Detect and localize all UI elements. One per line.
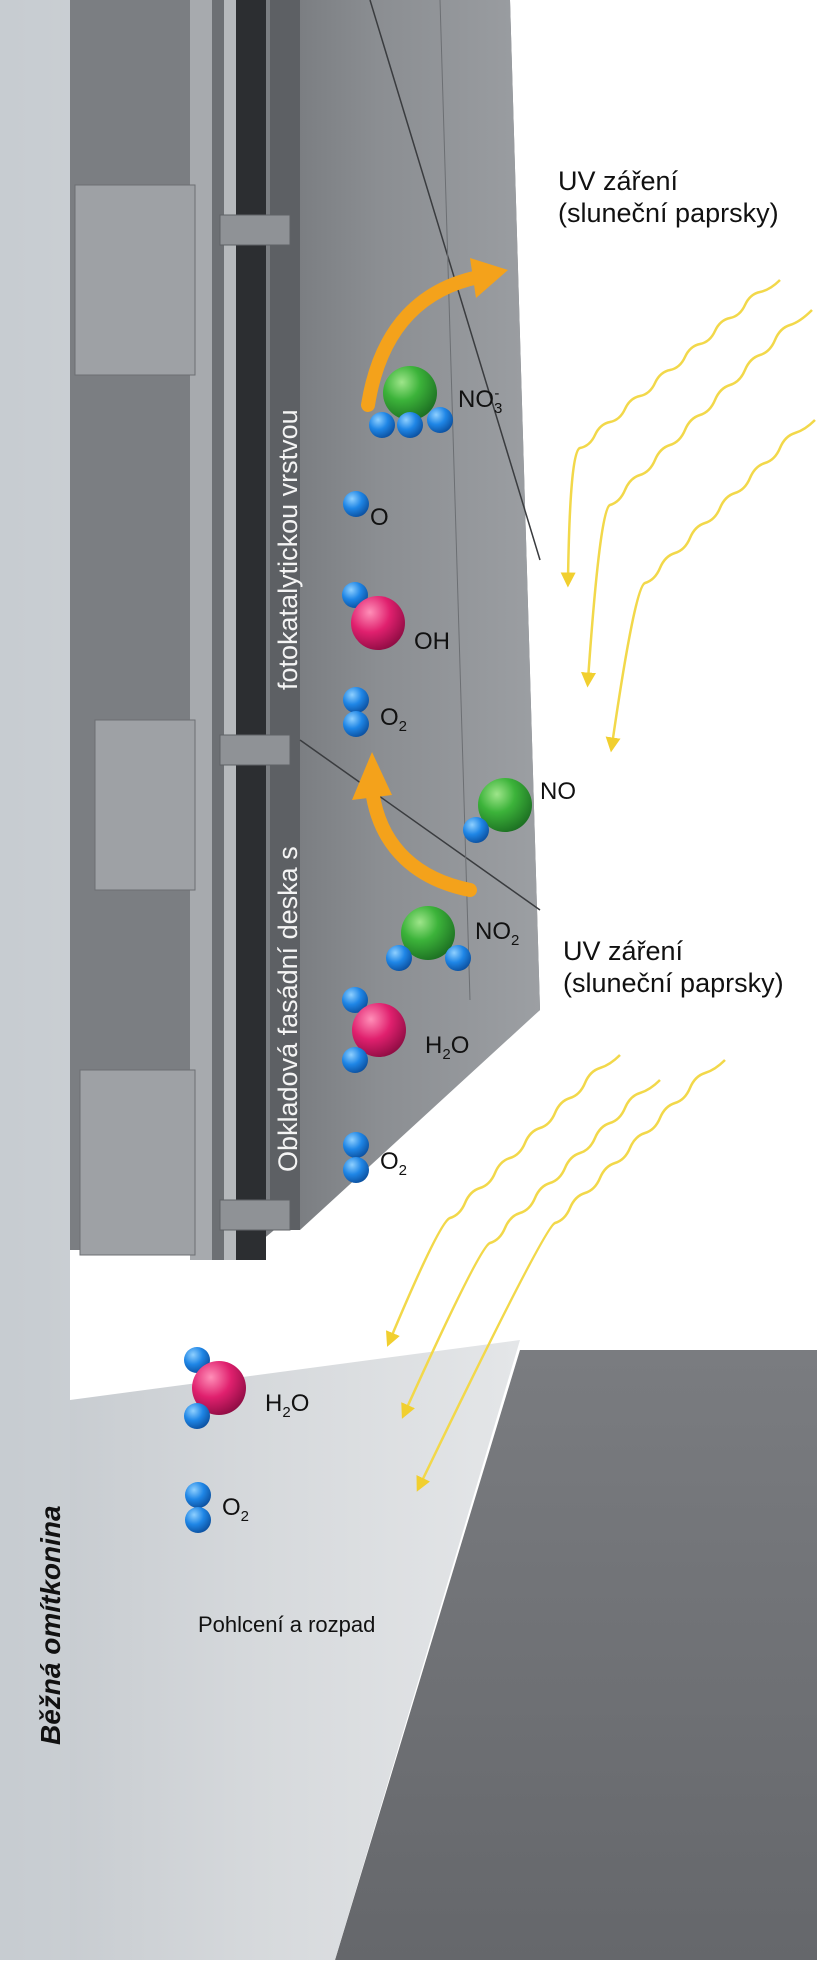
facade-panel	[270, 0, 540, 1230]
wall-render	[0, 0, 520, 1960]
label-no3-sub: 3	[494, 399, 503, 417]
molecule-h2o-b	[184, 1347, 246, 1429]
uv-label-top-line2: (sluneční paprsky)	[558, 198, 779, 228]
label-o2-c-sub: 2	[240, 1507, 250, 1525]
molecule-oh	[342, 582, 405, 650]
label-h2o-b: H2O	[265, 1390, 309, 1421]
label-o2-a-base: O	[380, 704, 399, 731]
label-h2o-b-pre: H	[265, 1390, 283, 1417]
molecule-o2-b	[343, 1132, 369, 1183]
label-no: NO	[540, 778, 576, 805]
label-no3-sup: -	[494, 385, 500, 402]
render-label: Běžná omítkonina	[35, 1505, 66, 1745]
uv-label-bottom-line1: UV záření	[563, 936, 684, 966]
molecule-no2	[386, 906, 471, 971]
arrow-head-mid	[352, 752, 392, 800]
molecule-o	[343, 491, 369, 517]
panel-label-line1: fotokatalytickou vrstvou	[273, 409, 303, 690]
label-h2o-b-post: O	[290, 1390, 310, 1417]
label-o2-c: O2	[222, 1494, 249, 1525]
uv-waves-bottom	[385, 1054, 726, 1492]
uv-label-top: UV záření (sluneční paprsky)	[558, 165, 779, 229]
label-o2-b-sub: 2	[398, 1161, 408, 1179]
molecule-o2-a	[343, 687, 369, 737]
brackets	[74, 184, 291, 1256]
molecule-no	[463, 778, 532, 843]
label-o2-a-sub: 2	[398, 717, 408, 735]
wall-left-edge	[0, 0, 70, 1960]
label-o: O	[370, 504, 389, 531]
bottom-note: Pohlcení a rozpad	[198, 1612, 376, 1637]
uv-waves-top	[560, 279, 816, 753]
rail-gap	[236, 0, 266, 1260]
panel-label-line2: Obkladová fasádní deska s	[273, 846, 303, 1172]
label-o2-b: O2	[380, 1148, 407, 1179]
label-h2o-a-post: O	[450, 1032, 470, 1059]
label-no3-base: NO	[458, 386, 494, 413]
uv-label-bottom-line2: (sluneční paprsky)	[563, 968, 784, 998]
molecule-o2-c	[185, 1482, 211, 1533]
label-oh: OH	[414, 628, 450, 655]
label-o2-c-base: O	[222, 1494, 241, 1521]
uv-label-bottom: UV záření (sluneční paprsky)	[563, 935, 784, 999]
panel-seam	[299, 739, 541, 911]
rail	[224, 0, 236, 1260]
panel-edge	[270, 0, 300, 1230]
molecule-h2o-a	[342, 987, 406, 1073]
label-o2-a: O2	[380, 704, 407, 735]
label-no2-base: NO	[475, 918, 511, 945]
label-no2-sub: 2	[511, 931, 520, 949]
label-h2o-a: H2O	[425, 1032, 469, 1063]
label-no2: NO2	[475, 918, 519, 949]
uv-label-top-line1: UV záření	[558, 166, 679, 196]
label-h2o-a-pre: H	[425, 1032, 443, 1059]
arrow-up-top	[361, 268, 497, 412]
label-o2-b-base: O	[380, 1148, 399, 1175]
arrow-up-mid	[365, 783, 477, 897]
rail-shadow	[212, 0, 224, 1260]
arrow-head-top	[470, 258, 508, 298]
label-h2o-a-sub: 2	[442, 1045, 451, 1063]
label-no3: NO3-	[458, 385, 503, 417]
label-h2o-b-sub: 2	[282, 1403, 291, 1421]
molecule-no3	[369, 366, 453, 438]
ground-block	[335, 1350, 817, 1960]
